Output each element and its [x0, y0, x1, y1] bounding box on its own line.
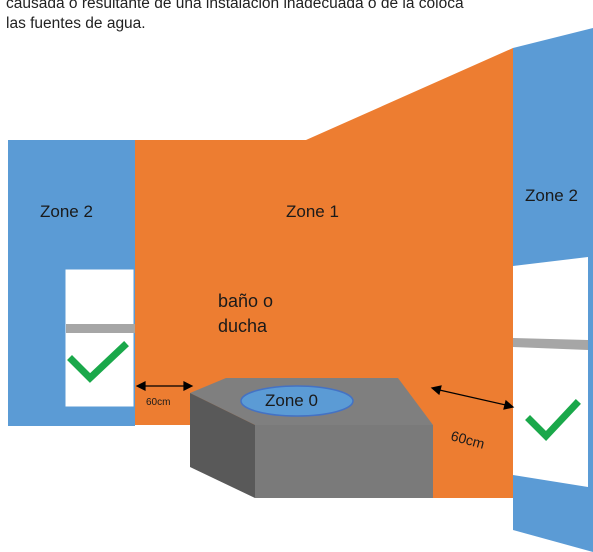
left-zone-label: Zone 2 — [40, 202, 93, 221]
left-distance-label: 60cm — [146, 397, 170, 408]
intro-line-1: causada o resultante de una instalación … — [6, 0, 464, 12]
center-zone-label: Zone 1 — [286, 202, 339, 221]
right-window — [513, 257, 588, 487]
bathtub-front-left — [190, 393, 255, 498]
intro-text: causada o resultante de una instalación … — [6, 0, 593, 34]
fixture-label-line-2: ducha — [218, 316, 268, 336]
checkmark-icon — [525, 399, 581, 442]
zone0-basin — [240, 385, 354, 417]
left-window-bar — [66, 324, 135, 333]
right-zone-label: Zone 2 — [525, 186, 578, 205]
left-distance-arrow — [135, 381, 194, 391]
fixture-label-line-1: baño o — [218, 291, 273, 311]
left-window — [65, 269, 134, 407]
right-distance-arrow — [430, 385, 515, 410]
tub-zone-label: Zone 0 — [265, 391, 318, 410]
bathtub-front — [255, 425, 433, 498]
right-window-bar — [513, 338, 588, 350]
intro-line-2: las fuentes de agua. — [6, 15, 146, 32]
checkmark-icon — [67, 341, 129, 383]
